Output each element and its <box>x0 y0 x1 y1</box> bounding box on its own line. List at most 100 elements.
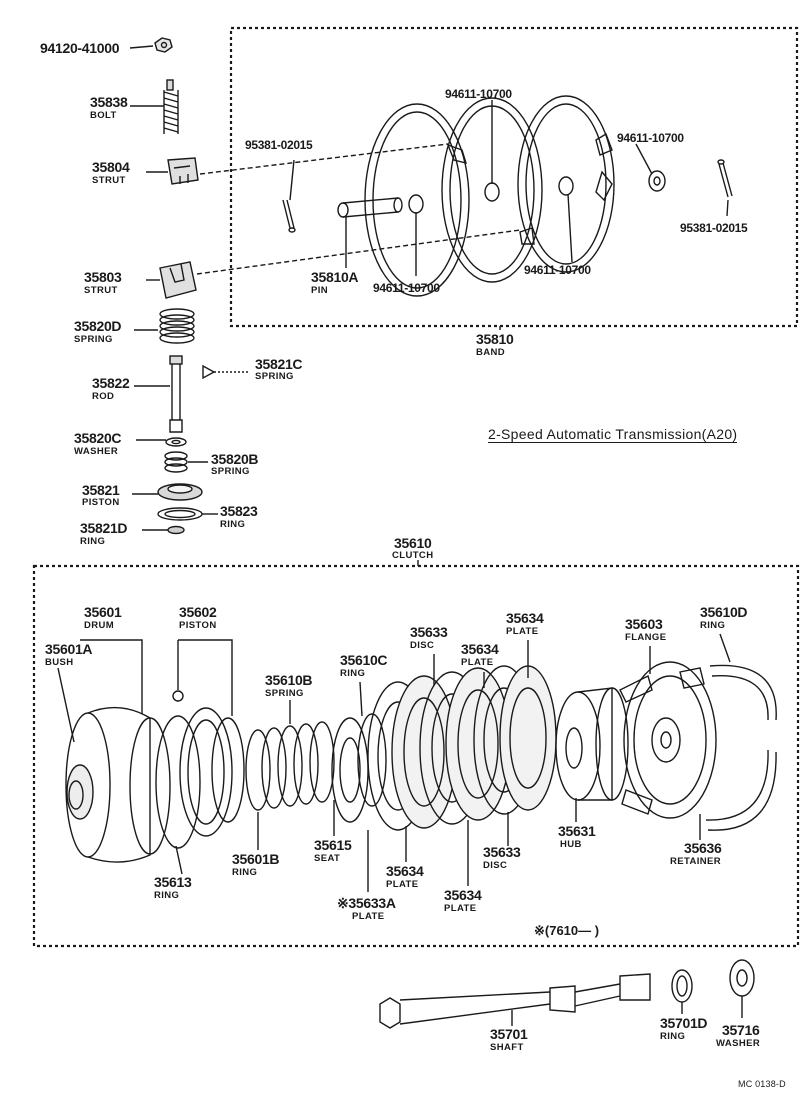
part-number-35601B: 35601B <box>232 851 280 867</box>
bolt-icon <box>163 79 179 134</box>
part-number-94611-bottom-left: 94611-10700 <box>373 281 440 295</box>
part-number-35634-top-right: 35634 <box>506 610 544 626</box>
part-name-ring-35613: RING <box>154 890 180 901</box>
piston-small-icon <box>157 483 203 501</box>
washer-right-icon <box>648 170 666 192</box>
part-name-thrust-washer: WASHER <box>716 1038 761 1049</box>
brake-band-icon <box>364 95 615 297</box>
part-number-35602: 35602 <box>179 604 217 620</box>
part-name-spring-clip: SPRING <box>255 371 294 382</box>
diagram-title: 2-Speed Automatic Transmission(A20) <box>488 426 738 443</box>
part-number-35810A: 35810A <box>311 269 359 285</box>
part-name-spring-small: SPRING <box>211 466 250 477</box>
cotter-pin-right-icon <box>717 159 733 198</box>
part-number-35610C: 35610C <box>340 652 388 668</box>
part-number-35820B: 35820B <box>211 451 259 467</box>
part-number-35822: 35822 <box>92 375 130 391</box>
part-number-35633A: ※35633A <box>337 895 396 911</box>
return-spring-icon <box>245 721 335 811</box>
part-number-35701: 35701 <box>490 1026 528 1042</box>
ring-tiny-icon <box>167 525 185 535</box>
part-number-35633-top: 35633 <box>410 624 448 640</box>
part-number-35803: 35803 <box>84 269 122 285</box>
part-number-35613: 35613 <box>154 874 192 890</box>
spring-large-icon <box>159 308 195 344</box>
part-number-35603: 35603 <box>625 616 663 632</box>
part-number-35636: 35636 <box>684 840 722 856</box>
clutch-drum-icon <box>65 706 171 863</box>
part-name-retainer: RETAINER <box>670 856 722 867</box>
drawing-code: MC 0138-D <box>738 1079 786 1089</box>
part-number-35820C: 35820C <box>74 430 122 446</box>
part-number-35821D: 35821D <box>80 520 128 536</box>
part-name-bolt: BOLT <box>90 110 117 121</box>
part-number-35615: 35615 <box>314 837 352 853</box>
washer-icon <box>165 437 187 447</box>
part-name-rod: ROD <box>92 391 115 402</box>
part-name-ring-35610C: RING <box>340 668 366 679</box>
part-number-35610B: 35610B <box>265 672 313 688</box>
part-number-94120: 94120-41000 <box>40 40 120 56</box>
part-number-35810: 35810 <box>476 331 514 347</box>
part-name-ring-35610D: RING <box>700 620 726 631</box>
snap-ring-icon <box>705 664 777 831</box>
part-name-washer: WASHER <box>74 446 119 457</box>
part-number-95381-left: 95381-02015 <box>245 138 313 152</box>
thrust-washer-icon <box>729 959 755 997</box>
part-name-piston-small: PISTON <box>82 497 120 508</box>
part-number-35634-bottom-left: 35634 <box>386 863 424 879</box>
part-name-drum: DRUM <box>84 620 115 631</box>
part-name-disc-top: DISC <box>410 640 435 651</box>
production-note: ※(7610— ) <box>534 923 600 938</box>
part-name-strut-upper: STRUT <box>92 175 126 186</box>
part-number-35821: 35821 <box>82 482 120 498</box>
part-number-35838: 35838 <box>90 94 128 110</box>
part-number-35610: 35610 <box>394 535 432 551</box>
pin-icon <box>337 197 403 218</box>
band-group-box <box>229 26 799 328</box>
part-name-hub: HUB <box>560 839 582 850</box>
shaft-ring-icon <box>671 969 693 1003</box>
strut-upper-icon <box>167 157 199 185</box>
part-number-94611-top: 94611-10700 <box>445 87 512 101</box>
clutch-retainer-flange-icon <box>619 661 717 819</box>
part-number-94611-bottom-right: 94611-10700 <box>524 263 591 277</box>
strut-lower-icon <box>159 261 197 299</box>
part-name-plate-35633A: PLATE <box>352 911 385 922</box>
part-name-ring-35821D: RING <box>80 536 106 547</box>
spring-small-clip-icon <box>202 364 248 380</box>
part-name-ring-35823: RING <box>220 519 246 530</box>
part-name-plate-top-left: PLATE <box>461 657 494 668</box>
rod-icon <box>169 355 183 433</box>
part-number-35633-bottom: 35633 <box>483 844 521 860</box>
part-name-strut-lower: STRUT <box>84 285 118 296</box>
clutch-plate-pack-icon <box>367 665 557 831</box>
part-number-35631: 35631 <box>558 823 596 839</box>
part-number-35610D: 35610D <box>700 604 748 620</box>
part-number-35634-bottom-right: 35634 <box>444 887 482 903</box>
part-name-band: BAND <box>476 347 506 358</box>
part-name-seat: SEAT <box>314 853 341 864</box>
part-number-35634-top-left: 35634 <box>461 641 499 657</box>
part-number-35820D: 35820D <box>74 318 122 334</box>
clutch-piston-icon <box>155 707 245 849</box>
cotter-pin-left-icon <box>282 199 296 233</box>
part-number-35821C: 35821C <box>255 356 303 372</box>
nut-icon <box>154 37 173 53</box>
ring-small-icon <box>157 507 203 521</box>
part-number-95381-right: 95381-02015 <box>680 221 748 235</box>
part-name-spring-clutch: SPRING <box>265 688 304 699</box>
part-name-ring-35701D: RING <box>660 1031 686 1042</box>
part-number-35601: 35601 <box>84 604 122 620</box>
part-name-ring-35601B: RING <box>232 867 258 878</box>
part-name-disc-bottom: DISC <box>483 860 508 871</box>
part-number-35701D: 35701D <box>660 1015 708 1031</box>
spring-small-icon <box>164 451 188 473</box>
part-number-35716: 35716 <box>722 1022 760 1038</box>
part-number-35601A: 35601A <box>45 641 93 657</box>
part-name-spring-large: SPRING <box>74 334 113 345</box>
part-name-piston-clutch: PISTON <box>179 620 217 631</box>
clutch-hub-icon <box>555 687 629 801</box>
